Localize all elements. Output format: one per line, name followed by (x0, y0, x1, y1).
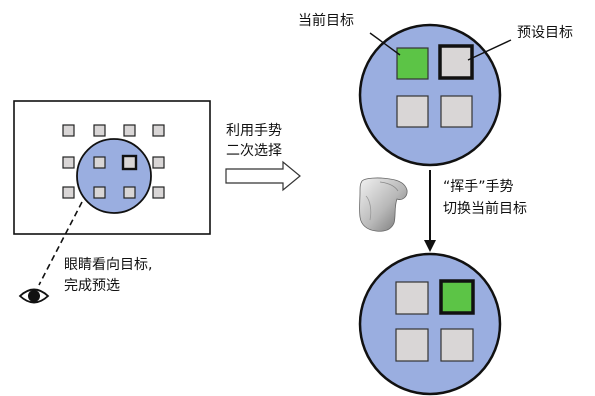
target-tile (396, 95, 429, 128)
target-tile (395, 281, 429, 315)
target-tile (395, 328, 429, 362)
grid-tile (93, 124, 106, 137)
preset-target-label: 预设目标 (517, 25, 573, 41)
gaze-line (38, 201, 83, 286)
current-target-tile (396, 47, 429, 80)
grid-tile (62, 124, 75, 137)
current-target-tile (439, 279, 475, 315)
eye-text-line1: 眼睛看向目标, (64, 257, 153, 273)
eye-text-line2: 完成预选 (64, 278, 120, 294)
grid-tile (93, 156, 106, 169)
top-target-circle (358, 23, 502, 167)
hollow-arrow-right-icon (225, 160, 301, 192)
current-target-callout (369, 32, 401, 56)
gaze-selected-tiles (93, 156, 136, 199)
arrow-down-icon (424, 170, 436, 252)
grid-tile (62, 156, 75, 169)
gaze-selection-circle (76, 138, 152, 214)
grid-tile (62, 186, 75, 199)
grid-tile (93, 186, 106, 199)
gesture-text-line1: 利用手势 (226, 123, 282, 139)
eye-icon (18, 288, 50, 304)
target-tile (440, 95, 473, 128)
target-tile (440, 328, 474, 362)
grid-tile (152, 156, 165, 169)
bottom-target-circle (358, 252, 502, 396)
grid-tile (123, 186, 136, 199)
wave-gesture-text-line2: 切换当前目标 (443, 201, 527, 217)
preset-target-callout (467, 39, 512, 61)
preset-target-tile (438, 44, 474, 80)
hand-icon (359, 177, 408, 232)
target-grid (62, 124, 165, 199)
grid-tile (152, 186, 165, 199)
grid-tile (152, 124, 165, 137)
preset-tile-small (121, 154, 138, 171)
gesture-text-line2: 二次选择 (226, 143, 282, 159)
wave-gesture-text-line1: “挥手”手势 (443, 179, 514, 195)
current-target-label: 当前目标 (298, 13, 354, 29)
grid-tile (123, 124, 136, 137)
